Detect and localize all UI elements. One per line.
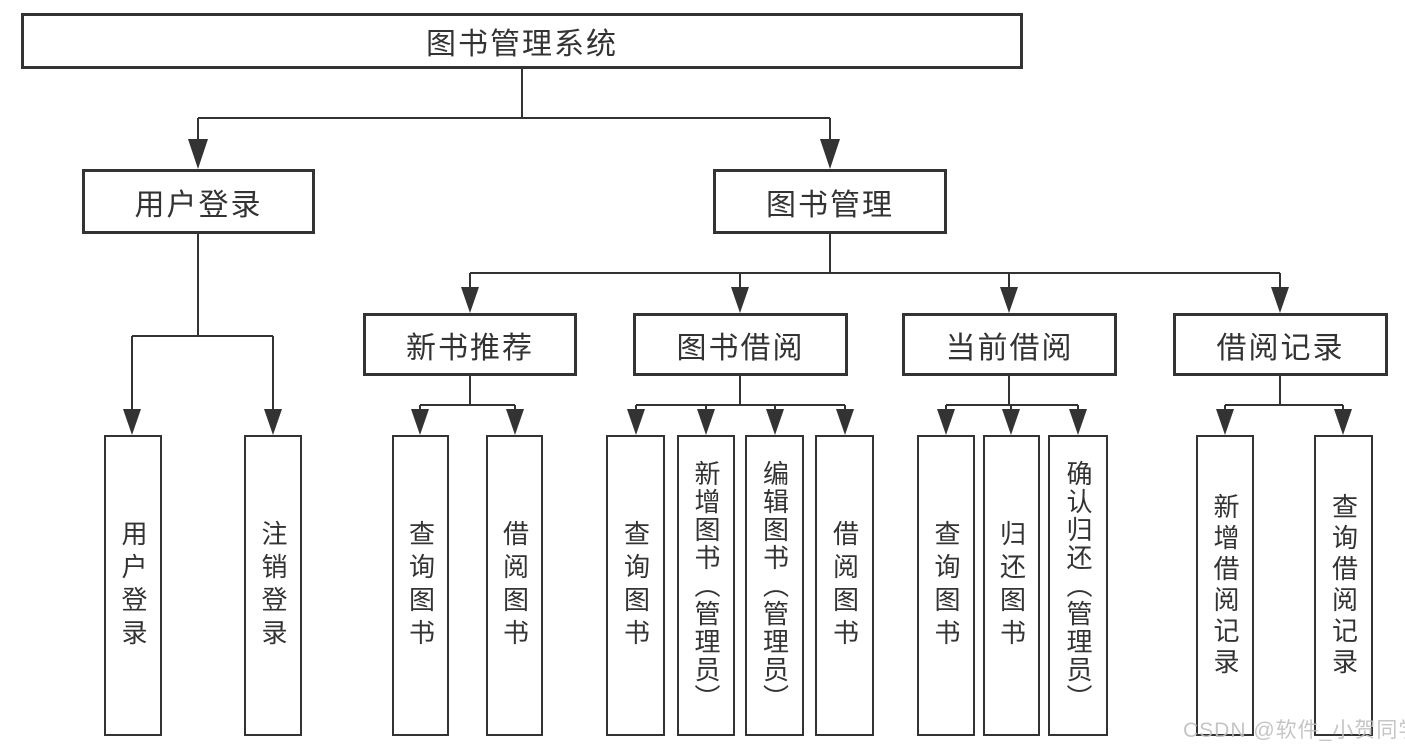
node-current-borrow: 当前借阅 <box>902 313 1117 376</box>
node-add-borrow-record: 新增借阅记录 <box>1196 435 1254 736</box>
node-query-books-borrow: 查询图书 <box>606 435 665 736</box>
node-new-book-recommend: 新书推荐 <box>363 313 577 376</box>
node-borrow-records: 借阅记录 <box>1173 313 1388 376</box>
node-book-borrow: 图书借阅 <box>633 313 848 376</box>
node-login-action: 用户登录 <box>104 435 162 736</box>
connector-borrow-records <box>1216 375 1352 435</box>
node-query-books-recommend: 查询图书 <box>392 435 449 736</box>
node-user-login-label: 用户登录 <box>134 188 263 222</box>
node-edit-books-admin: 编辑图书（管理员） <box>745 435 804 736</box>
node-current-borrow-label: 当前借阅 <box>945 331 1074 365</box>
node-book-management-label: 图书管理 <box>766 188 894 222</box>
node-user-login: 用户登录 <box>82 169 315 234</box>
connector-book-borrow <box>627 375 854 435</box>
connector-root <box>188 68 840 169</box>
node-add-books-admin: 新增图书（管理员） <box>677 435 735 736</box>
node-query-books-current: 查询图书 <box>917 435 975 736</box>
connector-user-login <box>123 233 282 435</box>
node-root: 图书管理系统 <box>21 13 1023 69</box>
connector-new-book-recommend <box>411 375 524 435</box>
node-borrow-books-recommend: 借阅图书 <box>486 435 543 736</box>
node-logout-action: 注销登录 <box>244 435 302 736</box>
node-book-management: 图书管理 <box>713 169 947 234</box>
node-confirm-return-admin: 确认归还（管理员） <box>1048 435 1108 736</box>
node-book-borrow-label: 图书借阅 <box>676 331 805 365</box>
node-query-borrow-record: 查询借阅记录 <box>1314 435 1373 736</box>
node-return-books: 归还图书 <box>983 435 1040 736</box>
node-borrow-books: 借阅图书 <box>815 435 874 736</box>
node-root-label: 图书管理系统 <box>426 28 618 61</box>
watermark: CSDN @软件_小贺同学 <box>1183 719 1405 742</box>
connector-book-management <box>461 233 1289 313</box>
node-new-book-recommend-label: 新书推荐 <box>406 331 534 365</box>
connector-current-borrow <box>937 375 1087 435</box>
node-borrow-records-label: 借阅记录 <box>1216 331 1345 365</box>
